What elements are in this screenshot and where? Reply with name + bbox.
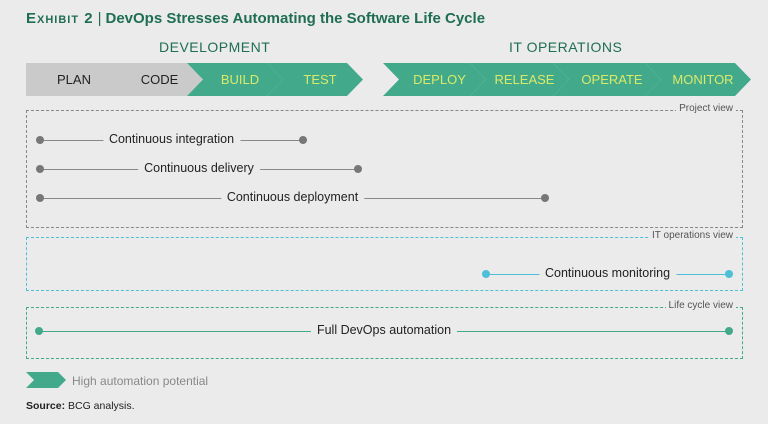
legend-label: High automation potential bbox=[72, 374, 209, 388]
start-dot-icon bbox=[36, 194, 44, 202]
life-cycle-view-box: Life cycle view bbox=[26, 300, 743, 359]
end-dot-icon bbox=[725, 327, 733, 335]
stage-operate: OPERATE bbox=[553, 63, 661, 96]
stage-release: RELEASE bbox=[470, 63, 569, 96]
life-cycle-view-label: Life cycle view bbox=[665, 300, 736, 311]
practice-label: Full DevOps automation bbox=[310, 323, 458, 337]
end-dot-icon bbox=[299, 136, 307, 144]
stage-plan: PLAN bbox=[26, 63, 122, 96]
project-view-label: Project view bbox=[676, 103, 736, 114]
continuous-deployment-range: Continuous deployment bbox=[36, 190, 549, 204]
full-devops-automation-range: Full DevOps automation bbox=[35, 323, 733, 337]
continuous-monitoring-range: Continuous monitoring bbox=[482, 266, 733, 280]
start-dot-icon bbox=[482, 270, 490, 278]
stage-monitor: MONITOR bbox=[645, 63, 751, 96]
exhibit-number: Exhibit 2 bbox=[26, 10, 94, 27]
legend-chevron-icon bbox=[26, 372, 66, 388]
start-dot-icon bbox=[35, 327, 43, 335]
stage-code: CODE bbox=[106, 63, 203, 96]
continuous-integration-range: Continuous integration bbox=[36, 132, 307, 146]
source-label: Source: bbox=[26, 400, 66, 412]
end-dot-icon bbox=[541, 194, 549, 202]
title-text: DevOps Stresses Automating the Software … bbox=[105, 10, 486, 27]
stage-build: BUILD bbox=[187, 63, 283, 96]
stage-test: TEST bbox=[267, 63, 363, 96]
start-dot-icon bbox=[36, 165, 44, 173]
source-note: Source: BCG analysis. bbox=[26, 400, 135, 412]
end-dot-icon bbox=[354, 165, 362, 173]
title-separator: | bbox=[97, 10, 102, 27]
phase-it-operations: IT OPERATIONS bbox=[509, 39, 623, 55]
practice-label: Continuous delivery bbox=[138, 161, 260, 175]
source-text: BCG analysis. bbox=[68, 400, 135, 412]
it-operations-view-label: IT operations view bbox=[649, 230, 736, 241]
phase-development: DEVELOPMENT bbox=[159, 39, 271, 55]
it-operations-view-box: IT operations view bbox=[26, 230, 743, 291]
end-dot-icon bbox=[725, 270, 733, 278]
project-view-box: Project view bbox=[26, 103, 743, 228]
start-dot-icon bbox=[36, 136, 44, 144]
exhibit-title: Exhibit 2|DevOps Stresses Automating the… bbox=[26, 10, 485, 27]
stage-deploy: DEPLOY bbox=[383, 63, 486, 96]
practice-label: Continuous deployment bbox=[220, 190, 365, 204]
practice-label: Continuous integration bbox=[102, 132, 241, 146]
practice-label: Continuous monitoring bbox=[538, 266, 677, 280]
continuous-delivery-range: Continuous delivery bbox=[36, 161, 362, 175]
